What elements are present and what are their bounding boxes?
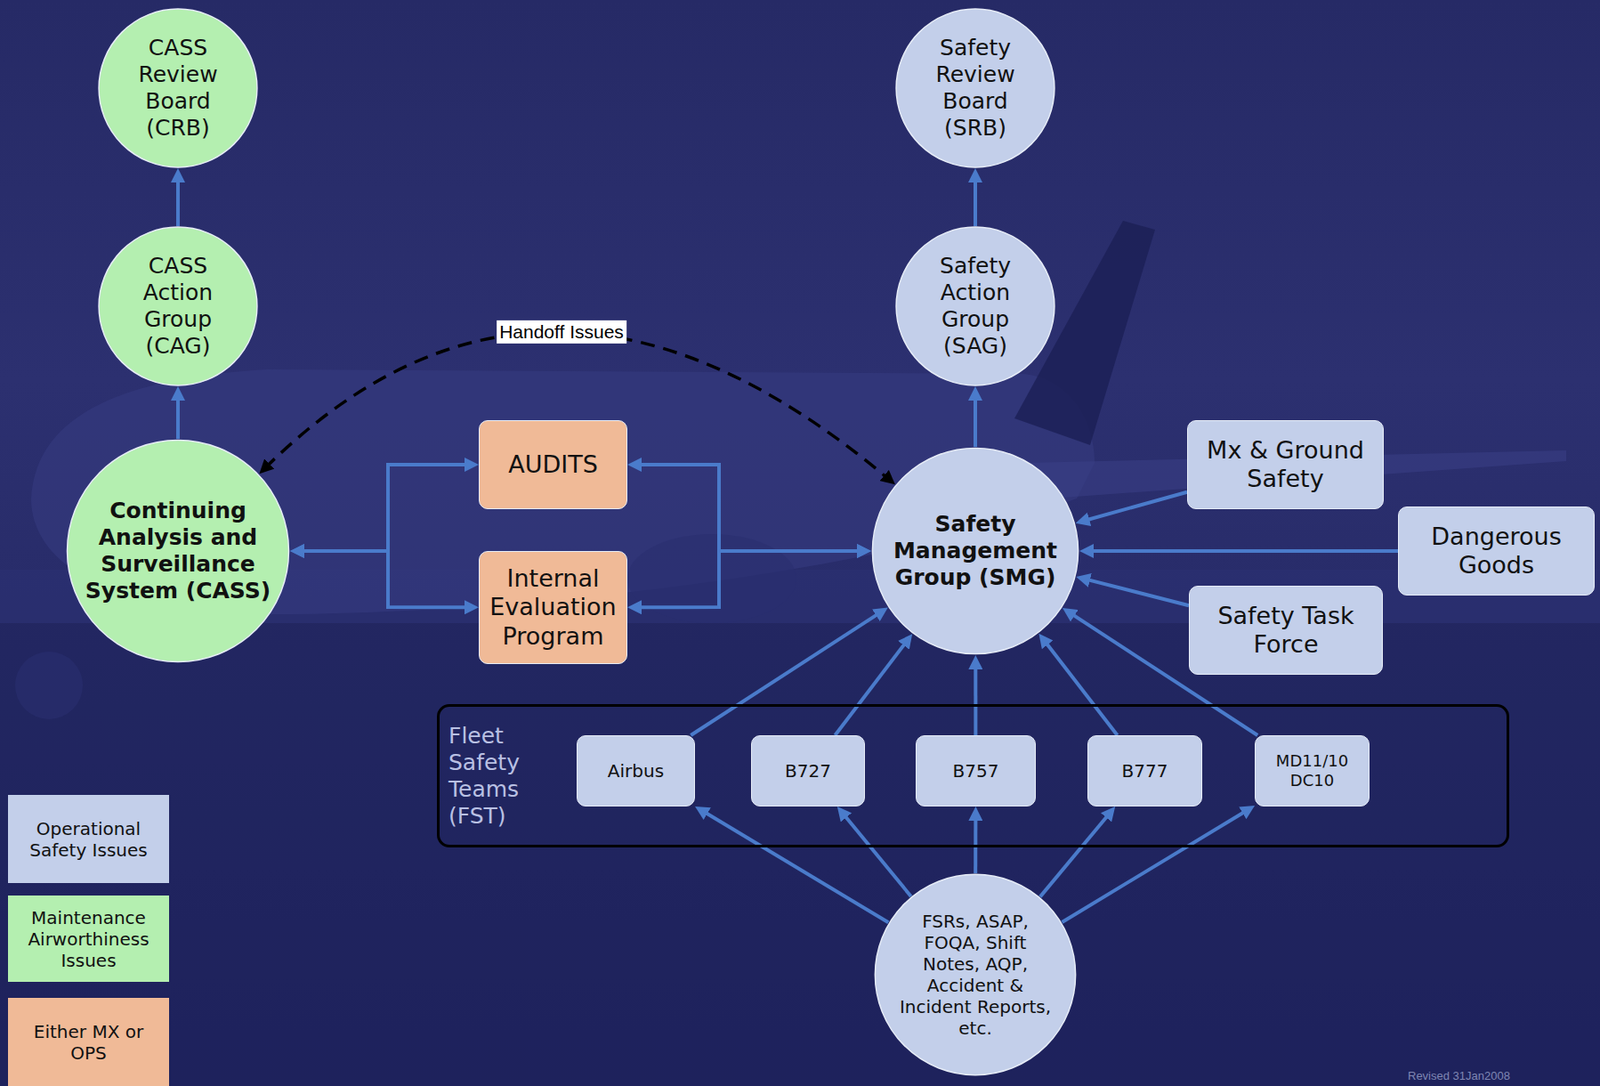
text-holder: Safety Management Group (SMG) [871, 446, 1080, 655]
circle-node: Safety Review Board (SRB) [895, 8, 1056, 169]
text-holder: MD11/10 DC10 [1255, 735, 1369, 806]
connector-arrow [973, 662, 978, 736]
node-label: Safety Review Board (SRB) [925, 34, 1026, 142]
node-label: Safety Task Force [1199, 601, 1373, 660]
process-box: Mx & Ground Safety [1187, 420, 1384, 510]
process-box: B777 [1087, 735, 1203, 807]
text-holder: Safety Action Group (SAG) [895, 226, 1056, 387]
text-holder: CASS Action Group (CAG) [97, 226, 259, 387]
node-label: CASS Action Group (CAG) [128, 252, 228, 360]
connector-arrow [1062, 808, 1250, 922]
dashed-handoff-arrow [264, 331, 890, 480]
text-holder: Airbus [577, 735, 695, 806]
node-label: Safety Management Group (SMG) [886, 510, 1065, 591]
node-label: B777 [1098, 759, 1192, 782]
circle-shape [98, 226, 258, 386]
connector-arrow [701, 809, 889, 922]
node-label: FSRs, ASAP, FOQA, Shift Notes, AQP, Acci… [896, 910, 1054, 1039]
connector-arrow [634, 464, 865, 551]
text-holder: Safety Task Force [1189, 586, 1382, 674]
process-box: Safety Task Force [1188, 585, 1383, 675]
connector-arrow [1086, 549, 1398, 553]
connector-arrow [973, 393, 978, 447]
text-holder: Continuing Analysis and Surveillance Sys… [65, 438, 291, 663]
circle-shape [872, 447, 1078, 654]
circle-shape [67, 440, 290, 663]
group-label: Fleet Safety Teams (FST) [448, 722, 534, 830]
node-label: B757 [926, 759, 1026, 782]
process-box: Internal Evaluation Program [478, 550, 628, 664]
connector-arrow [841, 811, 912, 897]
connector-arrow [297, 550, 472, 607]
legend-text: Operational Safety Issues [15, 817, 162, 861]
connector-arrow [834, 639, 908, 736]
circle-node: CASS Action Group (CAG) [97, 226, 259, 387]
connector-arrow [690, 611, 882, 736]
connector-arrow [973, 813, 978, 873]
text-holder: AUDITS [479, 420, 627, 509]
text-holder: Fleet Safety Teams (FST) [448, 706, 534, 845]
node-label: B727 [761, 759, 855, 782]
connector-arrow [1082, 578, 1189, 606]
node-label: Continuing Analysis and Surveillance Sys… [81, 497, 275, 605]
circle-shape [874, 873, 1075, 1075]
process-box: Airbus [576, 735, 695, 807]
legend-swatch: Either MX or OPS [8, 997, 170, 1086]
legend-swatch: Maintenance Airworthiness Issues [8, 895, 170, 982]
text-holder: Dangerous Goods [1398, 507, 1594, 595]
process-box: B727 [751, 735, 865, 807]
node-label: Internal Evaluation Program [489, 564, 617, 651]
circle-node: FSRs, ASAP, FOQA, Shift Notes, AQP, Acci… [873, 872, 1077, 1076]
text-holder: CASS Review Board (CRB) [97, 8, 259, 169]
circle-node: Safety Management Group (SMG) [871, 446, 1080, 655]
text-holder: B727 [751, 735, 865, 806]
text-holder: Internal Evaluation Program [479, 551, 627, 663]
circle-shape [896, 226, 1055, 386]
node-label: MD11/10 DC10 [1265, 751, 1359, 790]
circle-node: Continuing Analysis and Surveillance Sys… [65, 438, 291, 663]
legend-text: Either MX or OPS [15, 1020, 162, 1064]
node-label: Safety Action Group (SAG) [925, 252, 1026, 360]
node-label: Airbus [587, 759, 685, 782]
circle-shape [98, 8, 258, 168]
circle-shape [896, 8, 1055, 168]
group-band: Fleet Safety Teams (FST) Airbus B727 B757 B7… [436, 703, 1510, 848]
circle-node: Safety Action Group (SAG) [895, 226, 1056, 387]
edge-label: Handoff Issues [496, 320, 627, 344]
text-holder: B777 [1088, 735, 1202, 806]
connector-arrow [973, 175, 978, 227]
revision-note: Revised 31Jan2008 [1407, 1068, 1511, 1083]
process-box: AUDITS [478, 420, 628, 510]
node-label: CASS Review Board (CRB) [128, 34, 228, 142]
connector-arrow [1082, 492, 1188, 522]
connector-arrow [176, 393, 180, 439]
node-label: Dangerous Goods [1408, 522, 1584, 581]
circle-node: CASS Review Board (CRB) [97, 8, 259, 169]
text-holder: Safety Review Board (SRB) [895, 8, 1056, 169]
connector-arrow [176, 175, 180, 227]
process-box: B757 [915, 735, 1036, 807]
node-label: Mx & Ground Safety [1197, 436, 1374, 494]
process-box: Dangerous Goods [1397, 506, 1595, 596]
legend-text: Maintenance Airworthiness Issues [15, 906, 162, 971]
text-holder: Mx & Ground Safety [1187, 420, 1383, 509]
connector-arrow [634, 550, 865, 607]
legend-swatch: Operational Safety Issues [8, 794, 170, 883]
text-holder: FSRs, ASAP, FOQA, Shift Notes, AQP, Acci… [873, 872, 1077, 1076]
process-box: MD11/10 DC10 [1254, 735, 1370, 807]
connector-arrow [297, 464, 472, 551]
text-holder: B757 [916, 735, 1035, 806]
connector-arrow [1042, 638, 1117, 736]
node-label: AUDITS [489, 450, 617, 479]
connector-arrow [1040, 811, 1111, 897]
